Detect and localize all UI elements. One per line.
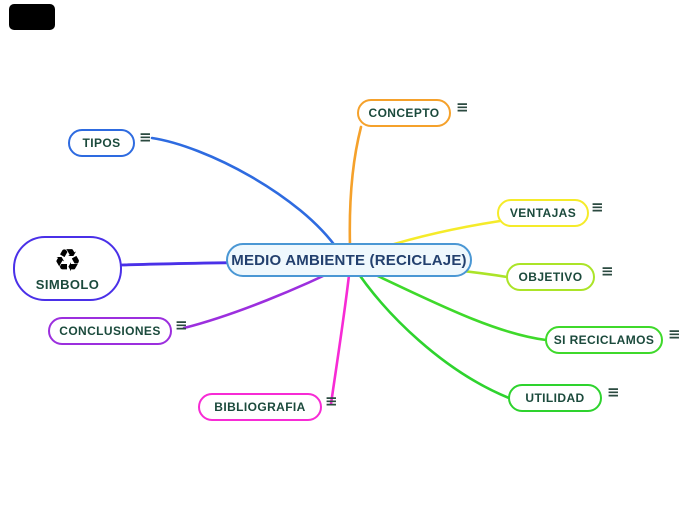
link-bibliografia — [329, 264, 352, 406]
node-simbolo[interactable]: ♻ SIMBOLO — [13, 236, 122, 301]
link-concepto — [348, 125, 363, 248]
link-utilidad — [350, 262, 511, 400]
node-objetivo[interactable]: OBJETIVO — [506, 263, 595, 291]
corner-logo-block — [9, 4, 55, 30]
node-utilidad[interactable]: UTILIDAD — [508, 384, 602, 412]
recycle-icon: ♻ — [53, 242, 82, 279]
node-tipos[interactable]: TIPOS — [68, 129, 135, 157]
details-icon[interactable]: ≡ — [601, 262, 614, 280]
node-concepto[interactable]: CONCEPTO — [357, 99, 451, 127]
details-icon[interactable]: ≡ — [325, 392, 338, 410]
node-si-reciclamos[interactable]: SI RECICLAMOS — [545, 326, 663, 354]
details-icon[interactable]: ≡ — [668, 325, 681, 343]
details-icon[interactable]: ≡ — [607, 383, 620, 401]
node-ventajas[interactable]: VENTAJAS — [497, 199, 589, 227]
details-icon[interactable]: ≡ — [456, 98, 469, 116]
details-icon[interactable]: ≡ — [139, 128, 152, 146]
node-bibliografia[interactable]: BIBLIOGRAFIA — [198, 393, 322, 421]
link-tipos — [150, 136, 340, 252]
node-medio-ambiente[interactable]: MEDIO AMBIENTE (RECICLAJE) — [226, 243, 472, 277]
node-conclusiones[interactable]: CONCLUSIONES — [48, 317, 172, 345]
node-simbolo-label: SIMBOLO — [35, 276, 100, 292]
details-icon[interactable]: ≡ — [175, 316, 188, 334]
details-icon[interactable]: ≡ — [591, 198, 604, 216]
